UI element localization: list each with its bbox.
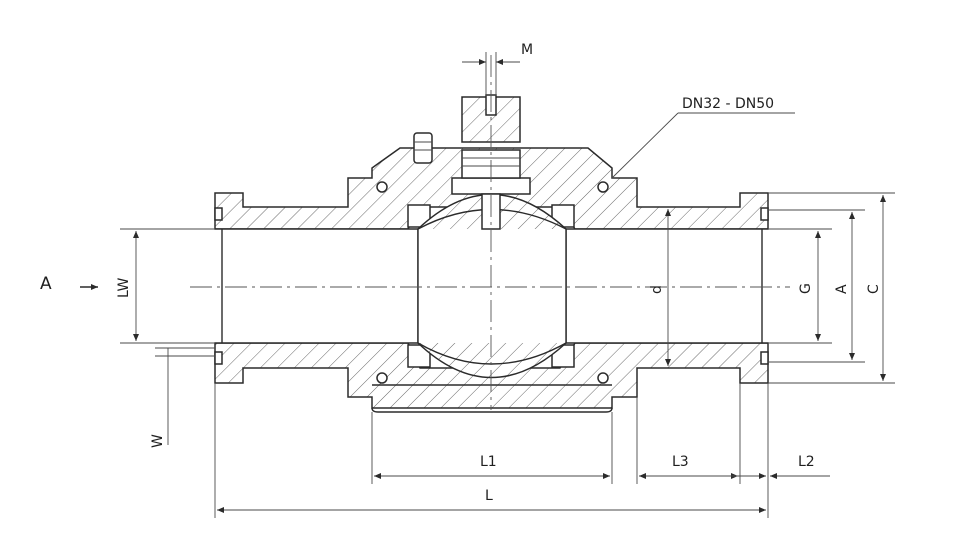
lip-length-label: L2 bbox=[798, 454, 815, 470]
bolt-lower-right bbox=[597, 372, 609, 384]
right-flange-groove-bottom bbox=[760, 351, 769, 365]
right-flange-groove-top bbox=[760, 207, 769, 221]
body-length-label: L1 bbox=[480, 454, 497, 470]
ball-bore bbox=[418, 229, 566, 343]
stop-pin bbox=[413, 132, 433, 164]
size-leader-line bbox=[611, 112, 679, 179]
thread-label: G bbox=[798, 283, 814, 294]
left-flange-groove-bottom bbox=[214, 351, 223, 365]
seat-ring-top-left bbox=[407, 204, 431, 228]
bolt-upper-left bbox=[376, 181, 388, 193]
left-flange-groove-top bbox=[214, 207, 223, 221]
bore-label: LW bbox=[116, 277, 132, 298]
bolt-upper-right bbox=[597, 181, 609, 193]
end-length-label: L3 bbox=[672, 454, 689, 470]
seat-ring-bottom-left bbox=[407, 344, 431, 368]
wall-label: W bbox=[150, 434, 166, 448]
flange-diameter-label: A bbox=[834, 284, 850, 294]
ball-bottom-arc bbox=[417, 342, 567, 365]
bolt-lower-left bbox=[376, 372, 388, 384]
size-range-label: DN32 - DN50 bbox=[682, 96, 774, 112]
stem-width-label: M bbox=[521, 42, 533, 58]
ball-diameter-label: d bbox=[649, 285, 665, 294]
outer-diameter-label: C bbox=[866, 284, 882, 294]
lower-body-lip bbox=[371, 384, 613, 413]
view-arrow-label: A bbox=[40, 274, 52, 294]
total-length-label: L bbox=[485, 488, 493, 504]
